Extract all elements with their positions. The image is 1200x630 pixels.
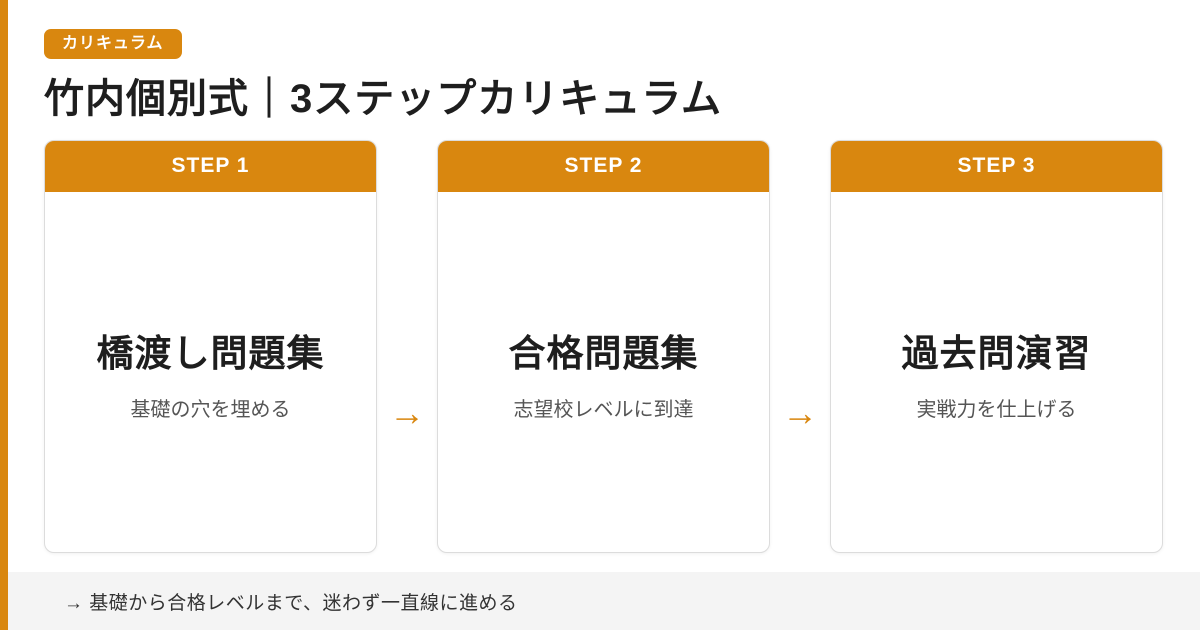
step-1-header: STEP 1 [45, 141, 376, 192]
step-2-header: STEP 2 [438, 141, 769, 192]
step-3-body: 過去問演習 実戦力を仕上げる [831, 192, 1162, 552]
step-2-subtitle: 志望校レベルに到達 [513, 398, 694, 421]
page-title: 竹内個別式｜3ステップカリキュラム [44, 77, 723, 121]
step-1-body: 橋渡し問題集 基礎の穴を埋める [45, 192, 376, 552]
step-card-1: STEP 1 橋渡し問題集 基礎の穴を埋める [44, 140, 377, 553]
category-badge: カリキュラム [44, 29, 182, 59]
step-3-subtitle: 実戦力を仕上げる [916, 398, 1077, 421]
footer-bar: → 基礎から合格レベルまで、迷わず一直線に進める [8, 572, 1200, 630]
left-accent-strip [0, 0, 8, 630]
right-arrow-icon: → [782, 391, 818, 433]
step-card-3: STEP 3 過去問演習 実戦力を仕上げる [830, 140, 1163, 553]
step-2-title: 合格問題集 [508, 332, 699, 374]
step-2-body: 合格問題集 志望校レベルに到達 [438, 192, 769, 552]
step-1-subtitle: 基礎の穴を埋める [130, 398, 291, 421]
steps-row: STEP 1 橋渡し問題集 基礎の穴を埋める → STEP 2 合格問題集 志望… [44, 140, 1163, 555]
step-3-header: STEP 3 [831, 141, 1162, 192]
arrow-gap-1: → [377, 140, 437, 555]
arrow-gap-2: → [770, 140, 830, 555]
footer-summary-text: → 基礎から合格レベルまで、迷わず一直線に進める [64, 592, 518, 614]
right-arrow-icon: → [389, 391, 425, 433]
step-card-2: STEP 2 合格問題集 志望校レベルに到達 [437, 140, 770, 553]
step-3-title: 過去問演習 [901, 332, 1092, 374]
step-1-title: 橋渡し問題集 [96, 332, 325, 374]
